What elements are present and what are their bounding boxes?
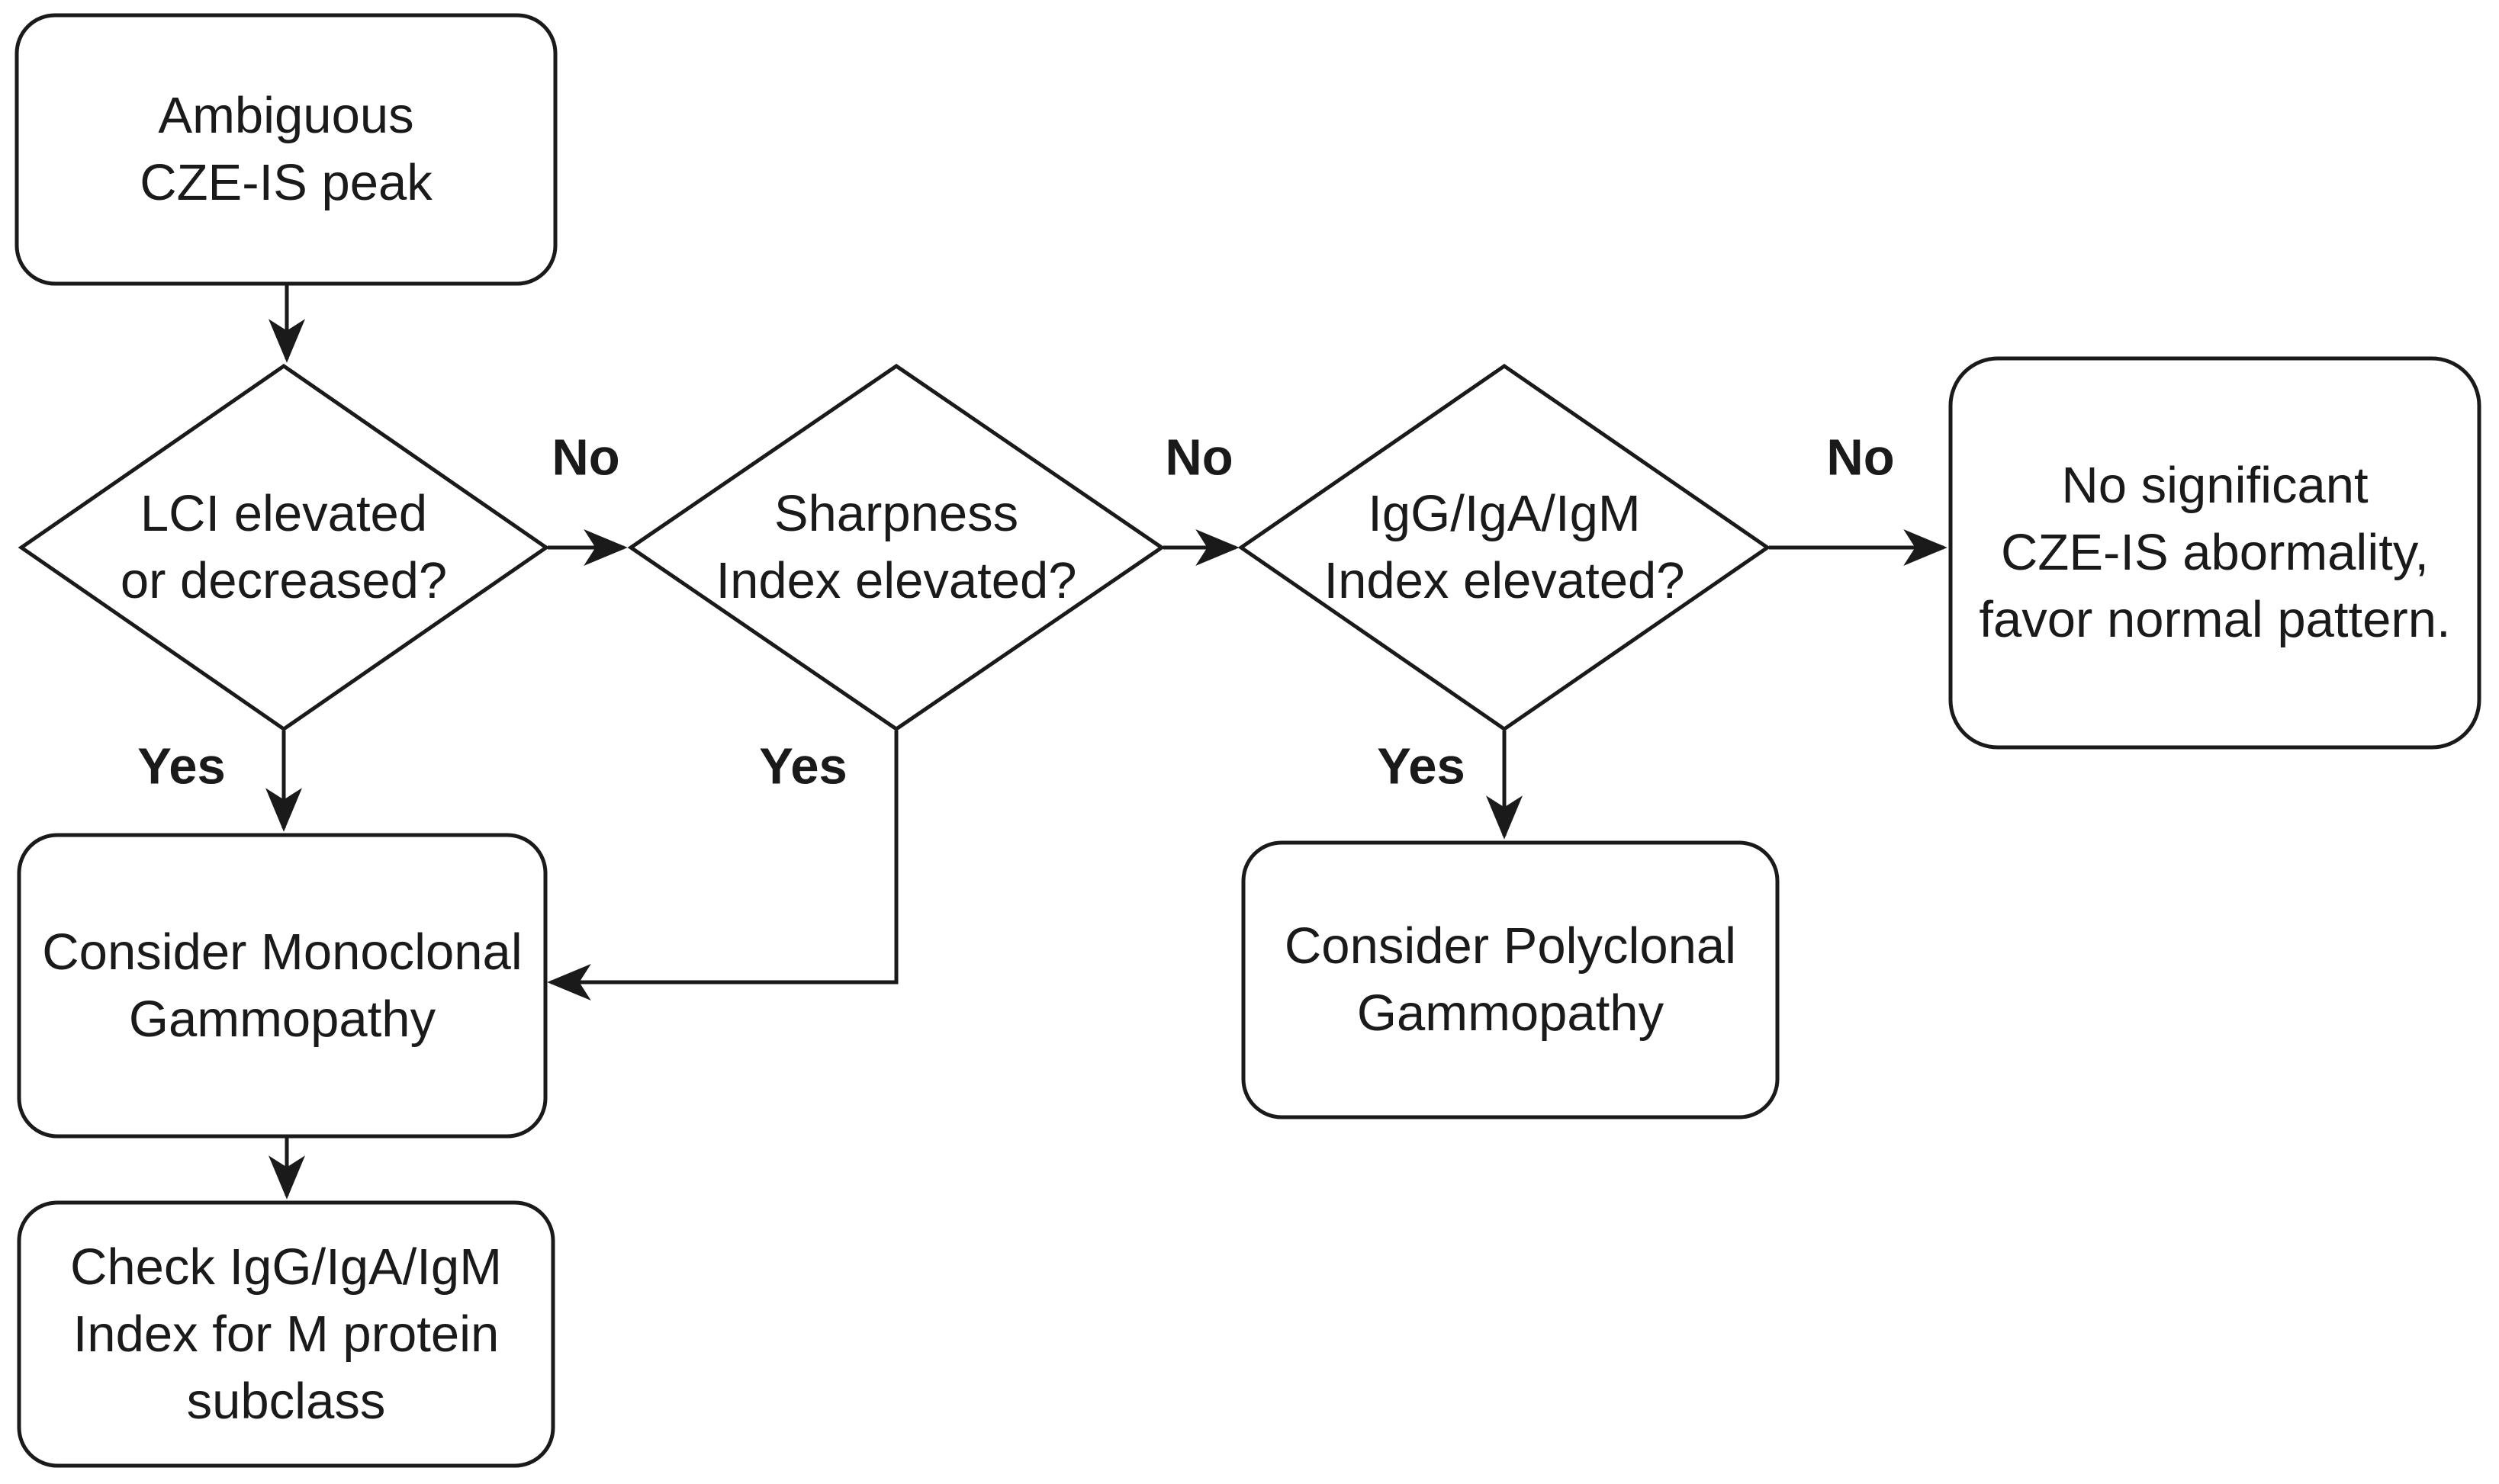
edge-label-sharpness-no: No bbox=[1165, 429, 1233, 487]
start-node-shape bbox=[14, 13, 558, 286]
no-abnormality-node-label: No significant CZE-IS abormality, favor … bbox=[1979, 457, 2451, 648]
edge-label-igg-no: No bbox=[1826, 429, 1895, 487]
monoclonal-node-shape bbox=[17, 833, 548, 1139]
arrow-sharpness-yes-to-monoclonal bbox=[547, 731, 899, 1001]
start-node-label: Ambiguous CZE-IS peak bbox=[140, 87, 433, 211]
edge-label-lci-no: No bbox=[552, 429, 620, 487]
decision-lci-label: LCI elevated or decreased? bbox=[120, 485, 448, 609]
edge-label-igg-yes: Yes bbox=[1377, 737, 1465, 795]
polyclonal-node-label: Consider Polyclonal Gammopathy bbox=[1284, 917, 1737, 1042]
edge-label-lci-yes: Yes bbox=[137, 737, 226, 795]
check-subclass-node-label: Check IgG/IgA/IgM Index for M protein su… bbox=[70, 1238, 502, 1430]
decision-igg-index-diamond-shape bbox=[1237, 363, 1771, 732]
edge-label-sharpness-yes: Yes bbox=[759, 737, 847, 795]
decision-lci-diamond-shape bbox=[18, 363, 550, 732]
check-subclass-node-shape bbox=[17, 1200, 555, 1468]
decision-sharpness-label: Sharpness Index elevated? bbox=[716, 485, 1077, 609]
decision-igg-index-label: IgG/IgA/IgM Index elevated? bbox=[1323, 485, 1685, 609]
decision-sharpness-diamond-shape bbox=[627, 363, 1166, 732]
polyclonal-node-shape bbox=[1241, 840, 1780, 1119]
monoclonal-node-label: Consider Monoclonal Gammopathy bbox=[42, 923, 523, 1048]
no-abnormality-node-shape bbox=[1948, 356, 2481, 750]
